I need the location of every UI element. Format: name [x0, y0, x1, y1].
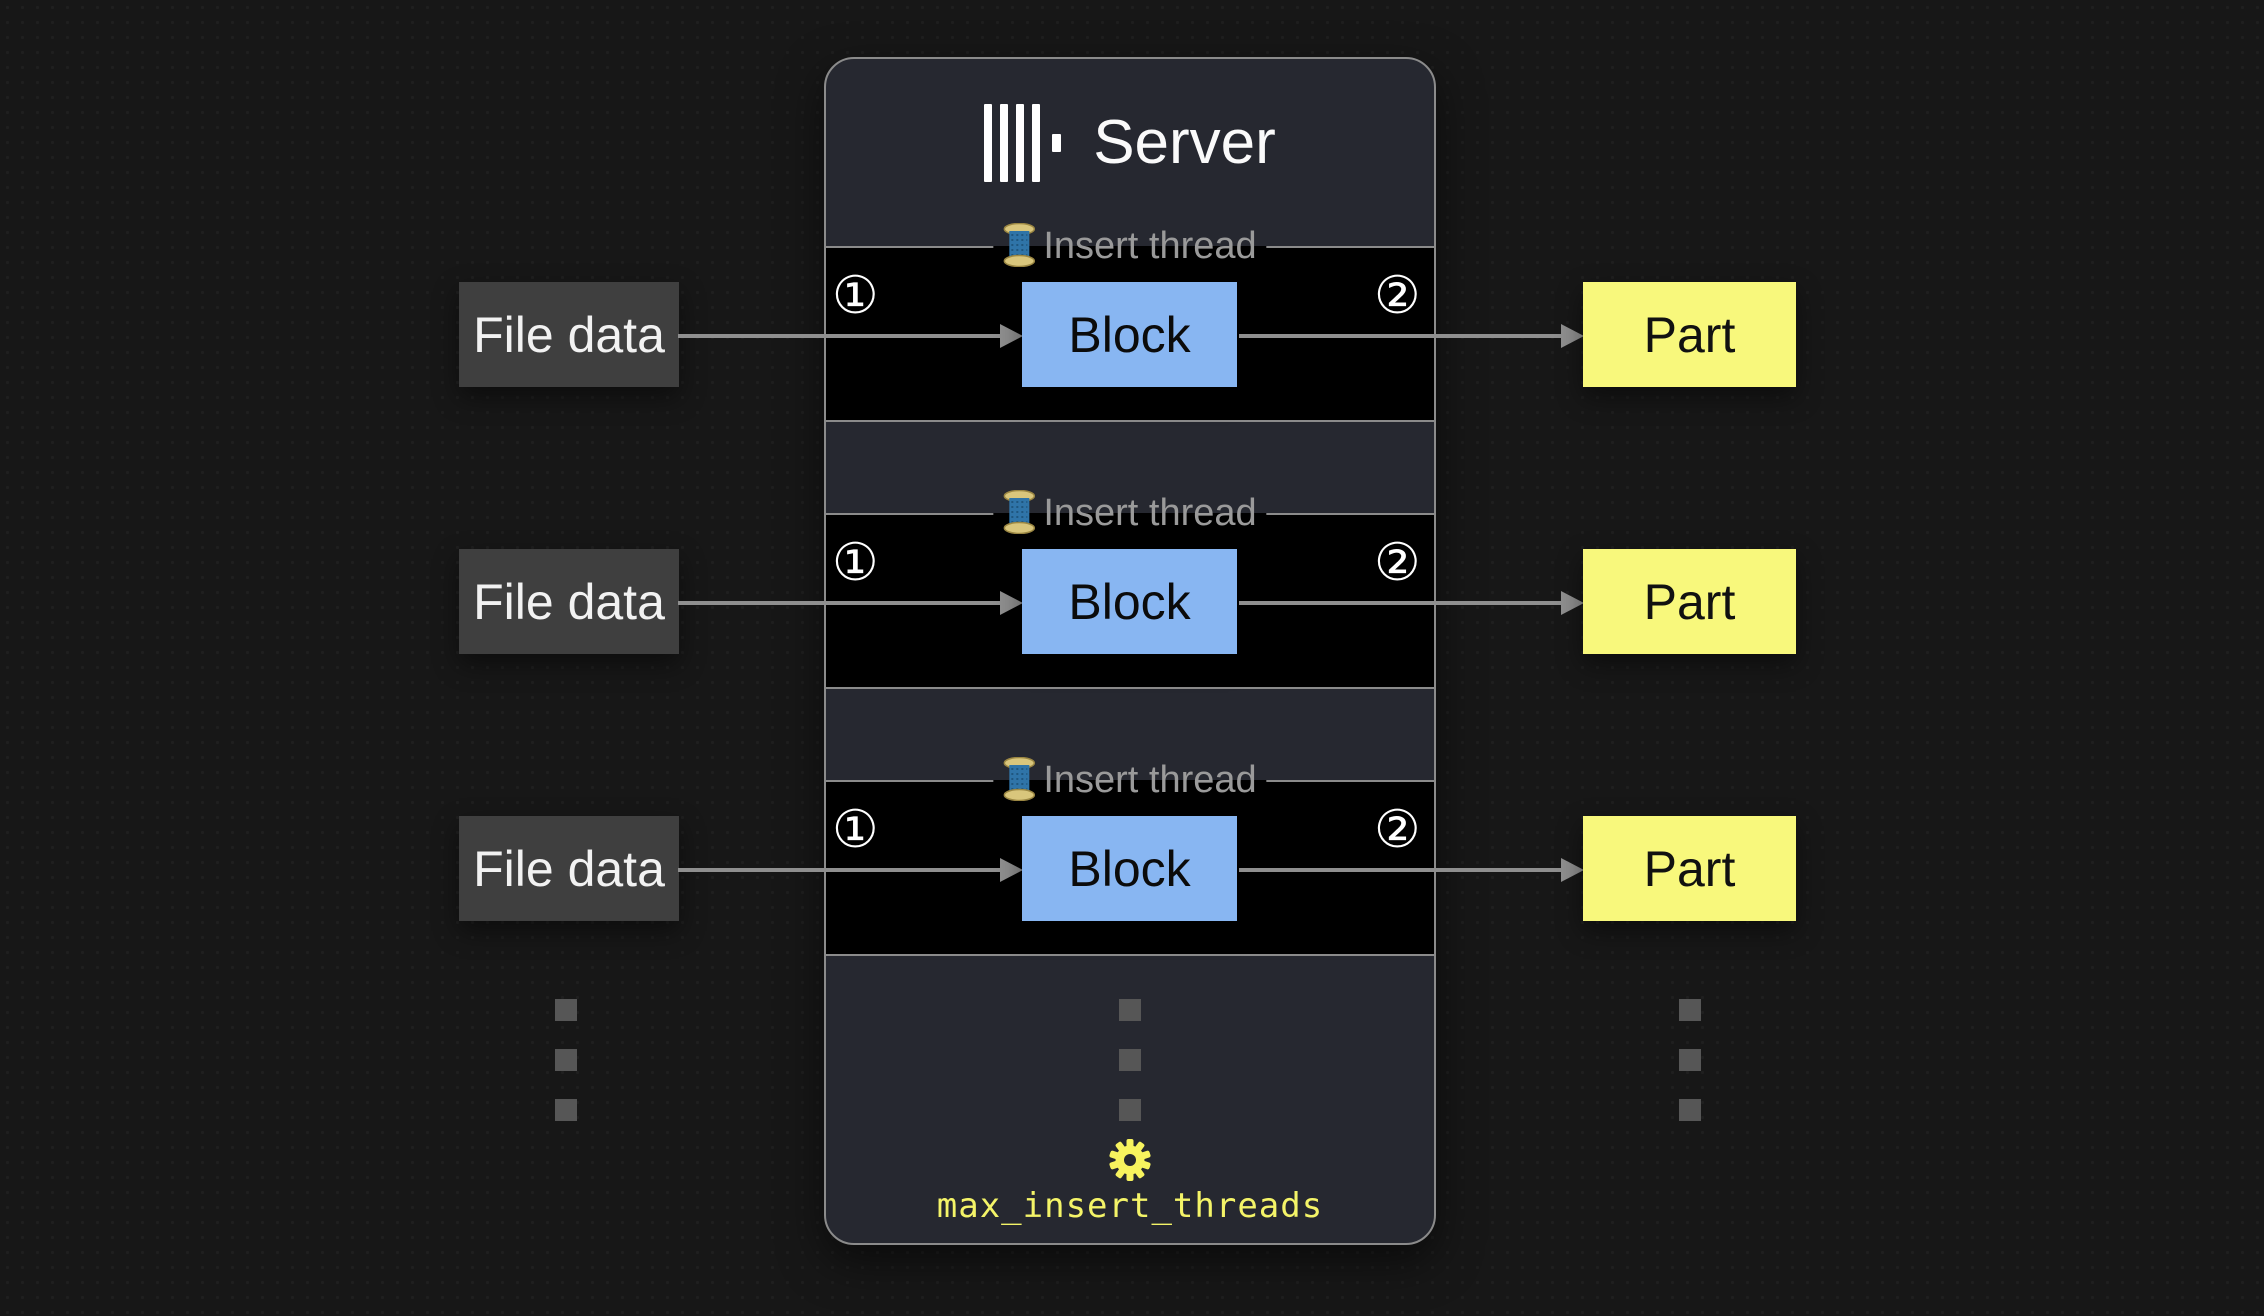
arrow-file-to-block [678, 591, 1023, 615]
thread-spool-icon [1003, 490, 1036, 534]
arrow-block-to-part [1239, 858, 1584, 882]
insert-thread-legend: Insert thread [993, 222, 1267, 270]
block-label: Block [1068, 306, 1191, 363]
file-data-label: File data [473, 573, 665, 630]
ellipsis-dot [555, 1099, 577, 1121]
ellipsis-dot [1679, 1099, 1701, 1121]
insert-thread-label: Insert thread [1043, 758, 1257, 801]
max-insert-threads-setting: max_insert_threads [936, 1186, 1324, 1226]
gear-icon [1108, 1139, 1152, 1181]
ellipsis-dot [555, 999, 577, 1021]
insert-thread-row: Insert thread File data ① Block ② Part [0, 222, 2264, 422]
server-title: Server [824, 95, 1436, 191]
ellipsis-dot [1679, 1049, 1701, 1071]
step-2-badge: ② [1374, 800, 1421, 860]
insert-thread-legend: Insert thread [993, 756, 1267, 804]
part-box: Part [1583, 549, 1796, 654]
ellipsis-dot [1679, 999, 1701, 1021]
ellipsis-dots-server-column [1119, 999, 1141, 1121]
insert-thread-row: Insert thread File data ① Block ② Part [0, 489, 2264, 689]
arrow-file-to-block [678, 324, 1023, 348]
ellipsis-dot [1119, 999, 1141, 1021]
part-box: Part [1583, 282, 1796, 387]
part-label: Part [1643, 573, 1736, 630]
ellipsis-dot [1119, 1099, 1141, 1121]
step-2-badge: ② [1374, 266, 1421, 326]
step-1-badge: ① [832, 266, 879, 326]
step-2-badge: ② [1374, 533, 1421, 593]
insert-thread-row: Insert thread File data ① Block ② Part [0, 756, 2264, 956]
file-data-box: File data [459, 816, 679, 921]
thread-spool-icon [1003, 757, 1036, 801]
part-box: Part [1583, 816, 1796, 921]
block-box: Block [1022, 816, 1237, 921]
file-data-label: File data [473, 840, 665, 897]
arrow-file-to-block [678, 858, 1023, 882]
part-label: Part [1643, 840, 1736, 897]
clickhouse-logo-icon [984, 104, 1062, 182]
thread-spool-icon [1003, 223, 1036, 267]
arrow-block-to-part [1239, 324, 1584, 348]
insert-thread-legend: Insert thread [993, 489, 1267, 537]
block-label: Block [1068, 840, 1191, 897]
file-data-box: File data [459, 549, 679, 654]
arrow-block-to-part [1239, 591, 1584, 615]
ellipsis-dot [1119, 1049, 1141, 1071]
file-data-box: File data [459, 282, 679, 387]
ellipsis-dots-file-column [555, 999, 577, 1121]
ellipsis-dot [555, 1049, 577, 1071]
step-1-badge: ① [832, 533, 879, 593]
part-label: Part [1643, 306, 1736, 363]
block-box: Block [1022, 549, 1237, 654]
file-data-label: File data [473, 306, 665, 363]
block-label: Block [1068, 573, 1191, 630]
server-title-label: Server [1093, 108, 1276, 177]
insert-thread-label: Insert thread [1043, 491, 1257, 534]
step-1-badge: ① [832, 800, 879, 860]
insert-thread-label: Insert thread [1043, 224, 1257, 267]
block-box: Block [1022, 282, 1237, 387]
ellipsis-dots-part-column [1679, 999, 1701, 1121]
